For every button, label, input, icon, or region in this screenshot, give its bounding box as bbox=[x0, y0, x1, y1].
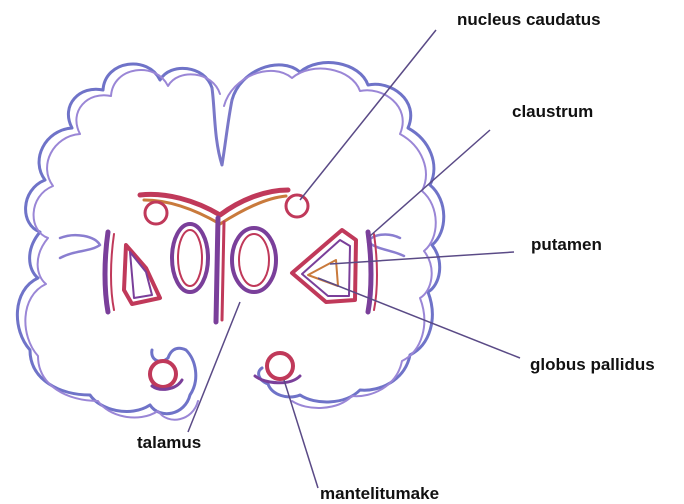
right-lenticular-nucleus bbox=[292, 230, 377, 312]
mantelitumake-shapes bbox=[150, 353, 300, 389]
leader-nucleus-caudatus bbox=[300, 30, 436, 200]
label-mantelitumake: mantelitumake bbox=[320, 485, 439, 502]
label-globus-pallidus: globus pallidus bbox=[530, 356, 655, 373]
label-nucleus-caudatus: nucleus caudatus bbox=[457, 11, 601, 28]
leader-claustrum bbox=[370, 130, 490, 236]
left-lenticular-nucleus bbox=[105, 232, 160, 312]
label-talamus: talamus bbox=[137, 434, 201, 451]
corpus-callosum bbox=[140, 190, 288, 322]
label-putamen: putamen bbox=[531, 236, 602, 253]
label-claustrum: claustrum bbox=[512, 103, 593, 120]
cortex-outline bbox=[17, 63, 443, 420]
